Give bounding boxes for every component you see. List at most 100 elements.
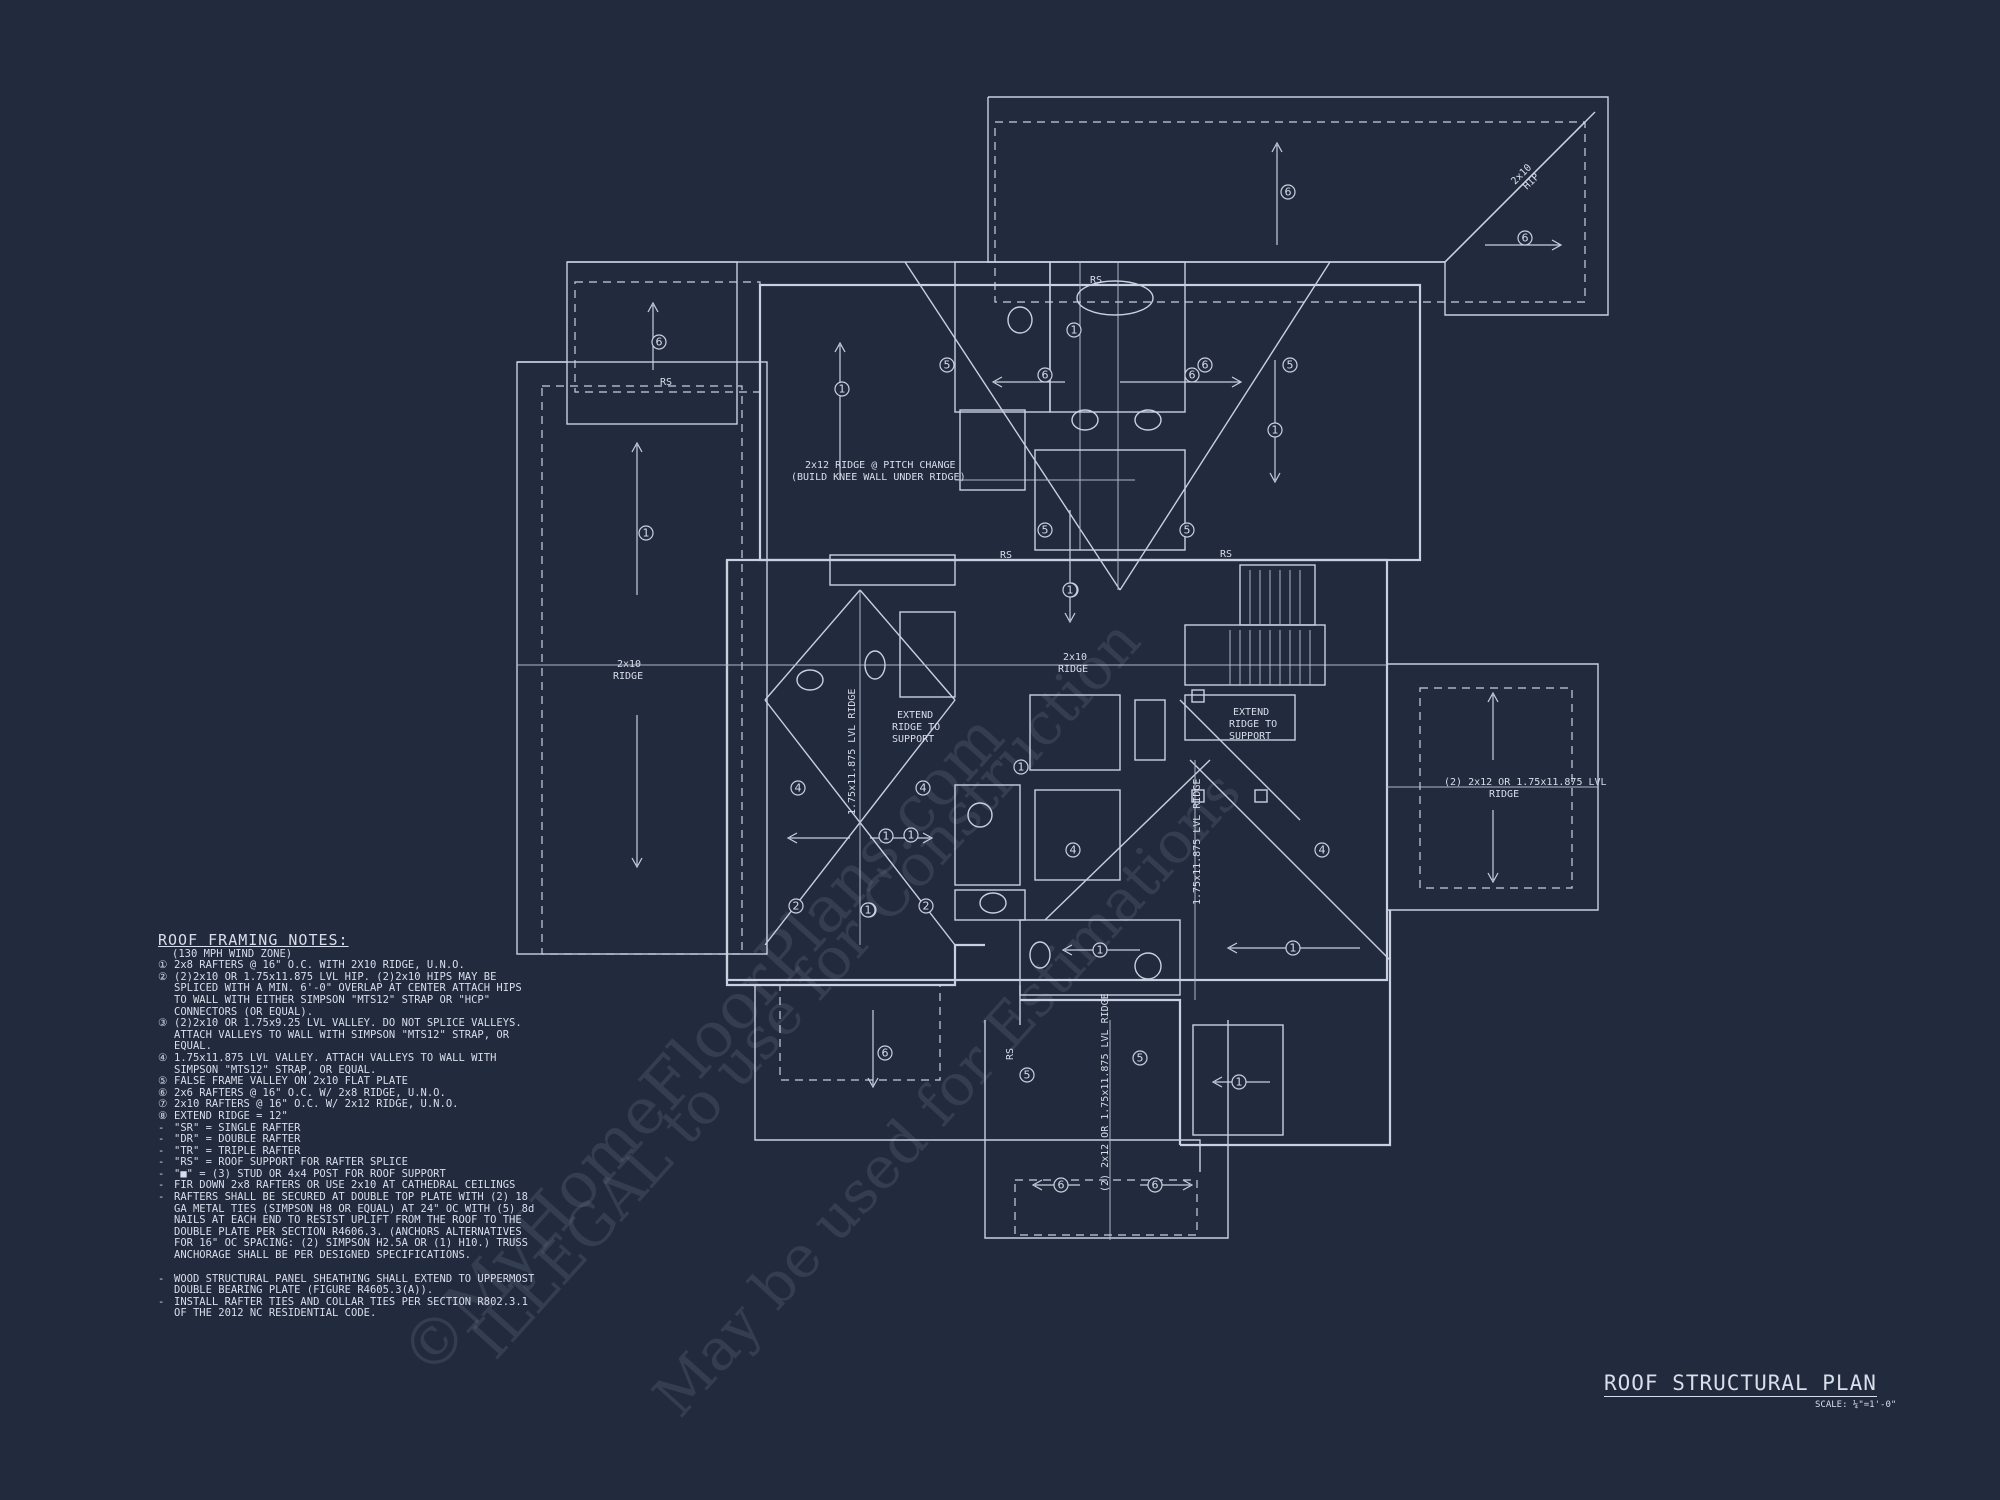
callout-number: 6 (1189, 369, 1196, 382)
callout-number: 1 (1018, 761, 1025, 774)
note-key: ⑥ (158, 1086, 168, 1099)
label-ridge-center-1: 2x10 (1063, 652, 1087, 663)
callout-bubble (1019, 1067, 1035, 1083)
note-bullet: -INSTALL RAFTER TIES AND COLLAR TIES PER… (158, 1296, 538, 1320)
label-pitch-change-1: 2x12 RIDGE @ PITCH CHANGE (805, 460, 956, 471)
callout-number: 4 (1319, 844, 1326, 857)
callout-number: 6 (1522, 232, 1529, 245)
ridge-lines (517, 262, 1598, 1240)
note-bullet: -"DR" = DOUBLE RAFTER (158, 1133, 538, 1146)
note-text: 2x8 RAFTERS @ 16" O.C. WITH 2X10 RIDGE, … (174, 959, 465, 972)
bullet-dash: - (158, 1121, 165, 1134)
callout-bubble (1147, 1177, 1163, 1193)
callout-number: 6 (882, 1047, 889, 1060)
label-extend-right-3: SUPPORT (1229, 731, 1271, 742)
callout-bubble (1231, 1074, 1247, 1090)
note-item: ⑧ EXTEND RIDGE = 12" (158, 1109, 538, 1123)
callout-bubble (918, 898, 934, 914)
callout-bubble (788, 898, 804, 914)
bullet-text: "RS" = ROOF SUPPORT FOR RAFTER SPLICE (174, 1156, 408, 1169)
callout-bubble (915, 780, 931, 796)
roof-framing-notes: ROOF FRAMING NOTES: (130 MPH WIND ZONE) … (158, 933, 538, 1320)
label-rs-4: RS (1220, 549, 1232, 560)
callout-bubble (1197, 357, 1213, 373)
note-text: EXTEND RIDGE = 12" (174, 1109, 288, 1122)
callout-number: 4 (920, 782, 927, 795)
interior-walls (796, 261, 1326, 1136)
note-bullet: -"RS" = ROOF SUPPORT FOR RAFTER SPLICE (158, 1157, 538, 1169)
label-extend-left-3: SUPPORT (892, 734, 934, 745)
callout-bubble (1184, 367, 1200, 383)
note-bullet: -"■" = (3) STUD OR 4x4 POST FOR ROOF SUP… (158, 1167, 538, 1181)
label-right-ridge-1: (2) 2x12 OR 1.75x11.875 LVL (1444, 777, 1607, 788)
label-extend-left-2: RIDGE TO (892, 722, 940, 733)
bullet-text: WOOD STRUCTURAL PANEL SHEATHING SHALL EX… (174, 1272, 535, 1297)
callout-number: 6 (1042, 369, 1049, 382)
notes-subtitle: (130 MPH WIND ZONE) (172, 947, 293, 960)
callout-number: 6 (1202, 359, 1209, 372)
label-right-ridge-2: RIDGE (1489, 789, 1519, 800)
note-key: ④ (158, 1051, 168, 1064)
bullet-text: "■" = (3) STUD OR 4x4 POST FOR ROOF SUPP… (174, 1167, 446, 1180)
callout-bubble (1267, 422, 1283, 438)
callout-bubble (1013, 759, 1029, 775)
callout-number: 1 (883, 830, 890, 843)
note-key: ③ (158, 1017, 168, 1030)
note-bullet: -RAFTERS SHALL BE SECURED AT DOUBLE TOP … (158, 1191, 538, 1262)
plan-title: ROOF STRUCTURAL PLAN (1604, 1371, 1877, 1397)
callout-number: 1 (1290, 942, 1297, 955)
callout-bubble (1066, 322, 1082, 338)
label-pitch-change-2: (BUILD KNEE WALL UNDER RIDGE) (791, 472, 966, 483)
callout-number: 4 (795, 782, 802, 795)
callout-bubble (860, 902, 876, 918)
label-lvl-ridge-bottom: (2) 2x12 OR 1.75x11.875 LVL RIDGE (1100, 993, 1111, 1192)
callout-number: 2 (923, 900, 930, 913)
bullet-dash: - (158, 1144, 165, 1157)
callout-number: 5 (1024, 1069, 1031, 1082)
note-key: ⑦ (158, 1098, 168, 1111)
note-key: ⑧ (158, 1109, 168, 1122)
label-ridge-center-2: RIDGE (1058, 664, 1088, 675)
bullet-text: "SR" = SINGLE RAFTER (174, 1121, 301, 1134)
note-item: ②(2)2x10 OR 1.75x11.875 LVL HIP. (2)2x10… (158, 970, 538, 1018)
callout-number: 1 (1272, 424, 1279, 437)
callout-bubble (877, 1045, 893, 1061)
bullet-dash: - (158, 1272, 165, 1285)
callout-number: 1 (643, 527, 650, 540)
callout-number: 2 (793, 900, 800, 913)
callout-bubble (651, 334, 667, 350)
label-rs-1: RS (660, 377, 672, 388)
callout-bubble (1037, 367, 1053, 383)
label-lvl-ridge-left: 1.75x11.875 LVL RIDGE (847, 689, 858, 815)
callout-number: 6 (656, 336, 663, 349)
callout-bubble (1282, 357, 1298, 373)
note-text: 1.75x11.875 LVL VALLEY. ATTACH VALLEYS T… (174, 1051, 497, 1076)
callout-number: 5 (1184, 524, 1191, 537)
label-extend-right-1: EXTEND (1233, 707, 1269, 718)
callout-number: 6 (1285, 186, 1292, 199)
callout-bubble (903, 827, 919, 843)
callout-number: 5 (1042, 524, 1049, 537)
dashed-overhangs (541, 121, 1586, 1236)
callout-number: 4 (1070, 844, 1077, 857)
callout-number: 1 (908, 829, 915, 842)
callout-bubble (1132, 1050, 1148, 1066)
callout-number: 1 (1097, 944, 1104, 957)
callout-number: 1 (1236, 1076, 1243, 1089)
note-text: FALSE FRAME VALLEY ON 2x10 FLAT PLATE (174, 1075, 408, 1088)
label-ridge-main-1: 2x10 (617, 659, 641, 670)
note-key: ② (158, 970, 168, 983)
callout-bubble (638, 525, 654, 541)
note-bullet: -"SR" = SINGLE RAFTER (158, 1121, 538, 1135)
note-bullet: -WOOD STRUCTURAL PANEL SHEATHING SHALL E… (158, 1272, 538, 1297)
bullet-dash: - (158, 1156, 165, 1169)
callout-bubble (878, 828, 894, 844)
callout-bubble (1053, 1177, 1069, 1193)
bullet-text: RAFTERS SHALL BE SECURED AT DOUBLE TOP P… (174, 1191, 535, 1262)
callout-bubble (1065, 842, 1081, 858)
callout-number: 5 (944, 359, 951, 372)
